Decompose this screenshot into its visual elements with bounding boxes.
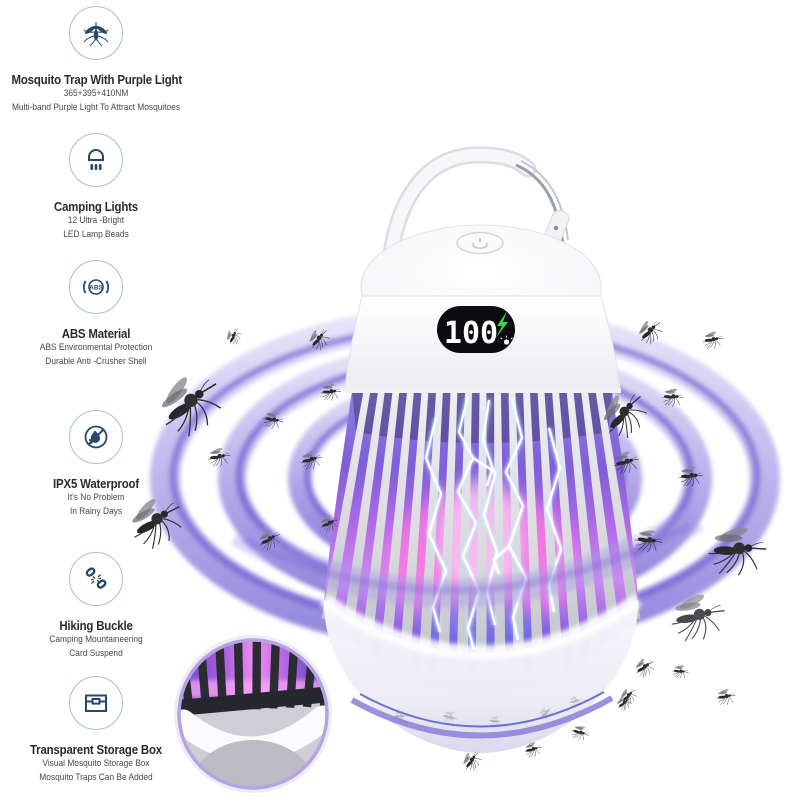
power-icon bbox=[472, 238, 488, 249]
mosquito-icon bbox=[69, 6, 123, 60]
svg-text:ABS: ABS bbox=[89, 285, 103, 292]
cage-bar bbox=[523, 391, 545, 678]
mosquito-icon bbox=[568, 721, 592, 745]
lamp-head: 100 bbox=[344, 224, 621, 392]
mosquito-icon bbox=[669, 661, 691, 683]
feature-line: 12 Ultra -Bright bbox=[67, 215, 125, 226]
feature-line: 365+395+410NM bbox=[63, 88, 129, 99]
feature-title: ABS Material bbox=[61, 326, 131, 341]
inset-grid-bar bbox=[233, 640, 244, 711]
feature-title: Hiking Buckle bbox=[59, 618, 133, 633]
feature-camping-lights: Camping Lights 12 Ultra -Bright LED Lamp… bbox=[0, 133, 192, 242]
led-bulb-icon bbox=[69, 133, 123, 187]
cage-bar bbox=[581, 391, 622, 643]
cage-top-seam bbox=[345, 388, 621, 393]
mosquito-icon bbox=[714, 685, 737, 709]
feature-line: It's No Problem bbox=[67, 492, 125, 503]
battery-level-value: 100 bbox=[444, 316, 498, 351]
feature-storage-box: Transparent Storage Box Visual Mosquito … bbox=[0, 676, 192, 785]
feature-line: Camping Mountaineering bbox=[49, 634, 143, 645]
feature-title: Camping Lights bbox=[54, 199, 138, 214]
mosquito-icon bbox=[617, 685, 640, 707]
feature-line: Durable Anti -Crusher Shell bbox=[45, 356, 147, 367]
battery-display: 100 bbox=[437, 306, 515, 353]
hiking-buckle-icon bbox=[69, 552, 123, 606]
inset-ring bbox=[177, 638, 329, 790]
purple-ring-front bbox=[230, 506, 704, 608]
power-button[interactable] bbox=[456, 231, 504, 255]
inset-closeup bbox=[174, 635, 332, 793]
feature-line: In Rainy Days bbox=[69, 506, 123, 517]
feature-mosquito-trap: Mosquito Trap With Purple Light 365+395+… bbox=[0, 6, 192, 115]
inset-grid-bar bbox=[269, 640, 281, 709]
waterproof-icon bbox=[69, 410, 123, 464]
mosquito-icon bbox=[633, 656, 656, 679]
storage-box-icon bbox=[69, 676, 123, 730]
feature-title: Transparent Storage Box bbox=[30, 742, 163, 757]
mosquito-icon bbox=[222, 324, 246, 348]
feature-title: Mosquito Trap With Purple Light bbox=[11, 72, 183, 87]
mosquito-icon bbox=[701, 328, 725, 353]
abs-icon: ABS bbox=[69, 260, 123, 314]
cage-bar bbox=[494, 391, 506, 683]
feature-line: Card Suspend bbox=[69, 648, 123, 659]
inset-grid-bar bbox=[252, 640, 262, 710]
feature-line: Mosquito Traps Can Be Added bbox=[39, 772, 153, 783]
cage-bar bbox=[537, 391, 564, 673]
feature-abs-material: ABS ABS Material ABS Environmental Prote… bbox=[0, 260, 192, 369]
cage-bar bbox=[566, 391, 603, 656]
mosquito-icon bbox=[615, 693, 634, 713]
feature-title: IPX5 Waterproof bbox=[53, 476, 139, 491]
feature-line: LED Lamp Beads bbox=[63, 229, 129, 240]
charging-bolt-icon bbox=[496, 311, 508, 338]
lamp-indicator-icon bbox=[500, 335, 513, 345]
feature-waterproof: IPX5 Waterproof It's No Problem In Rainy… bbox=[0, 410, 192, 519]
feature-line: ABS Environmental Protection bbox=[39, 342, 153, 353]
feature-line: Visual Mosquito Storage Box bbox=[42, 758, 150, 769]
bowl-rim bbox=[350, 695, 614, 739]
feature-line: Multi-band Purple Light To Attract Mosqu… bbox=[11, 102, 181, 113]
cage-bar bbox=[436, 391, 458, 681]
feature-hiking-buckle: Hiking Buckle Camping Mountaineering Car… bbox=[0, 552, 192, 661]
